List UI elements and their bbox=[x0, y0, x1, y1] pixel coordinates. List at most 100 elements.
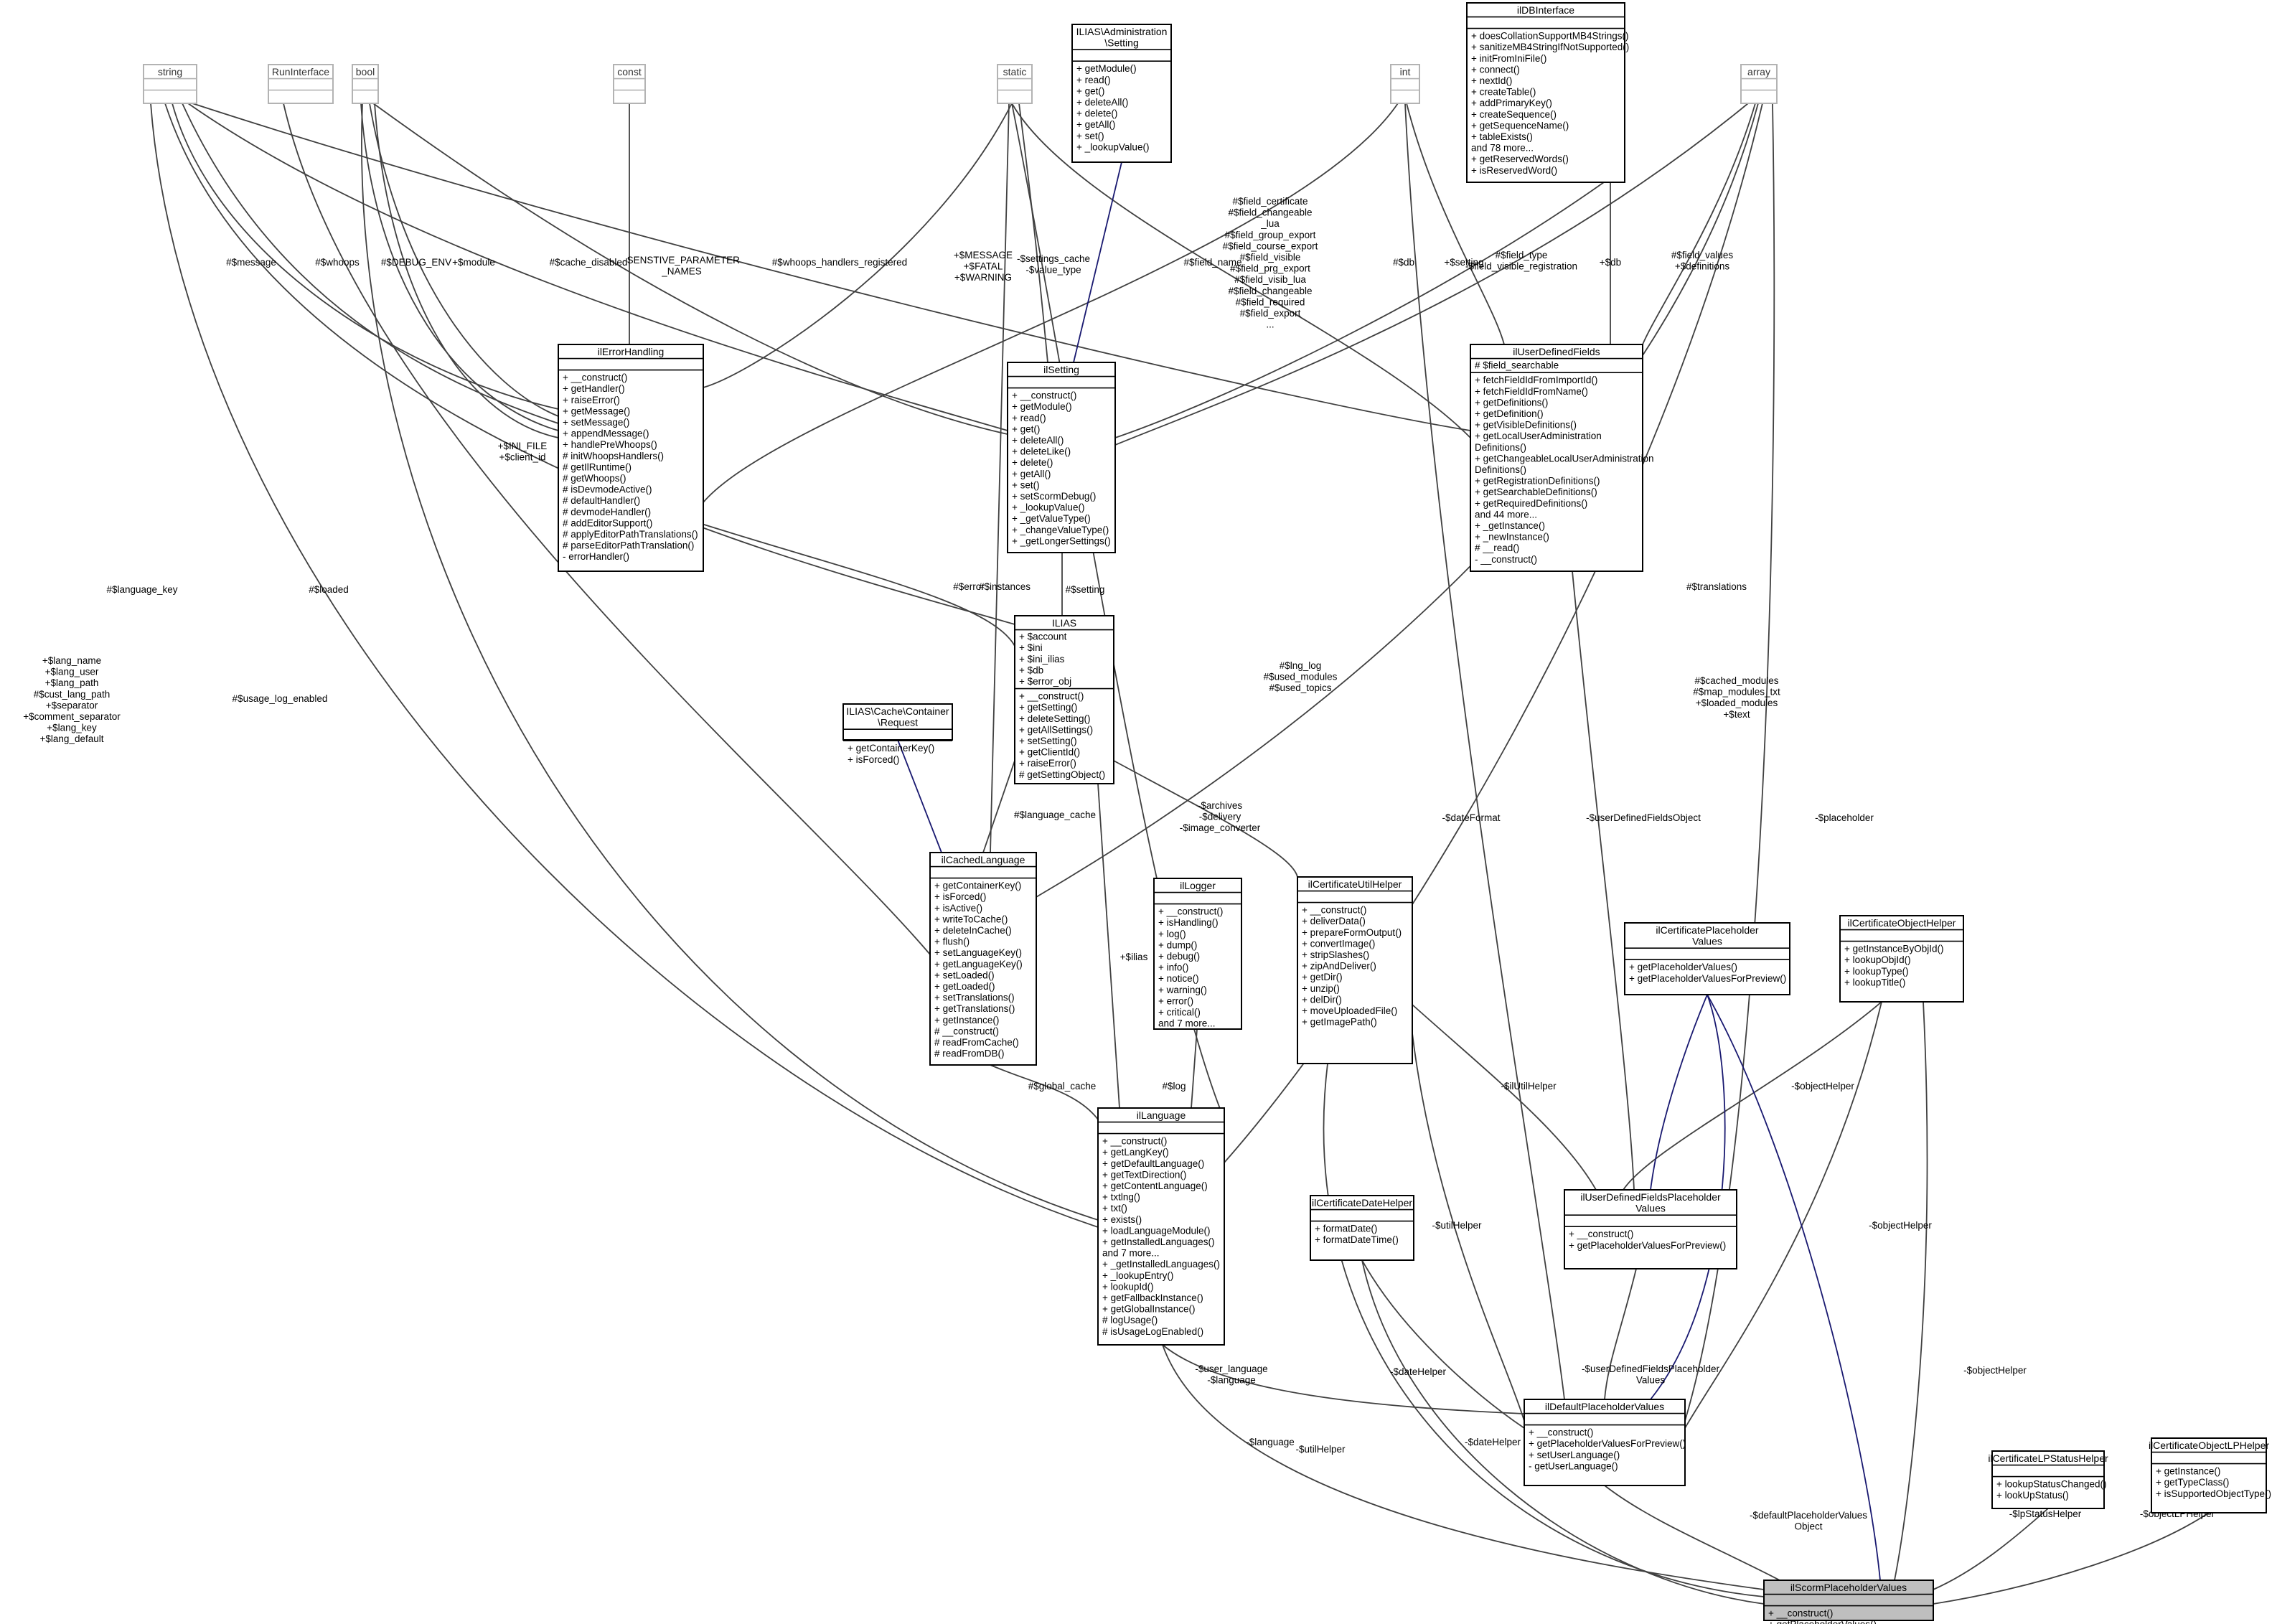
class-method: + exists() bbox=[1102, 1214, 1142, 1225]
association-edge bbox=[1642, 103, 1756, 345]
class-method: + getAll() bbox=[1012, 469, 1051, 479]
edge-label-message: #$message bbox=[226, 257, 276, 268]
class-name: ilCachedLanguage bbox=[942, 854, 1025, 865]
class-method: + delete() bbox=[1012, 457, 1053, 468]
class-method: + deliverData() bbox=[1302, 916, 1366, 926]
association-edge bbox=[1684, 103, 1775, 1422]
class-method: + getDefinition() bbox=[1475, 408, 1544, 419]
class-method: + deleteInCache() bbox=[934, 925, 1012, 936]
association-edge bbox=[1011, 103, 1471, 438]
class-ilerrorhandling[interactable]: ilErrorHandling+ __construct()+ getHandl… bbox=[558, 344, 704, 572]
class-int[interactable]: int bbox=[1390, 64, 1420, 104]
edge-label-line: #$field_changeable bbox=[1228, 286, 1312, 296]
class-ilsetting[interactable]: ilSetting+ __construct()+ getModule()+ r… bbox=[1007, 362, 1116, 553]
class-ilcertobjlp[interactable]: ilCertificateObjectLPHelper+ getInstance… bbox=[2149, 1437, 2271, 1513]
class-runinterface[interactable]: RunInterface bbox=[268, 64, 334, 104]
class-ilcertdate[interactable]: ilCertificateDateHelper+ formatDate()+ f… bbox=[1310, 1195, 1414, 1261]
class-method: + loadLanguageModule() bbox=[1102, 1225, 1211, 1236]
class-array[interactable]: array bbox=[1740, 64, 1778, 104]
class-ilcertutil[interactable]: ilCertificateUtilHelper+ __construct()+ … bbox=[1297, 876, 1413, 1064]
edge-label-sensitive: -SENSTIVE_PARAMETER_NAMES bbox=[624, 255, 740, 277]
edge-label-line: #$loaded bbox=[309, 584, 349, 595]
class-method: + getDefinitions() bbox=[1475, 397, 1548, 408]
class-illanguage[interactable]: ilLanguage+ __construct()+ getLangKey()+… bbox=[1097, 1107, 1225, 1346]
edge-label-language_key: #$language_key bbox=[106, 584, 177, 595]
class-method: + formatDate() bbox=[1315, 1224, 1377, 1234]
class-method: + lookupStatusChanged() bbox=[1996, 1479, 2106, 1490]
class-name: ilSetting bbox=[1043, 364, 1079, 375]
class-method: # getWhoops() bbox=[563, 473, 626, 484]
association-edge bbox=[1623, 1001, 1882, 1191]
class-box bbox=[352, 64, 379, 104]
class-method: + getSequenceName() bbox=[1471, 120, 1569, 131]
class-method: + critical() bbox=[1158, 1007, 1201, 1018]
class-method: + isForced() bbox=[848, 754, 899, 765]
edge-label-translations: #$translations bbox=[1686, 581, 1747, 592]
edge-label-language_cache: #$language_cache bbox=[1014, 809, 1096, 820]
class-cache_request[interactable]: ILIAS\Cache\Container\Request+ getContai… bbox=[842, 703, 953, 765]
edge-label-line: +$setting bbox=[1444, 257, 1483, 268]
class-ilscorm[interactable]: ilScormPlaceholderValues+ __construct()+… bbox=[1763, 1580, 1934, 1624]
association-edge bbox=[1604, 1485, 1780, 1581]
edge-label-line: #$field_certificate bbox=[1232, 196, 1308, 207]
edge-label-line: #$field_required bbox=[1236, 296, 1305, 307]
class-method: + isHandling() bbox=[1158, 917, 1219, 928]
edge-label-object_helper2: -$objectHelper bbox=[1869, 1220, 1932, 1231]
class-method: + getRegistrationDefinitions() bbox=[1475, 476, 1600, 487]
class-method: + stripSlashes() bbox=[1302, 949, 1369, 960]
class-setting_iface[interactable]: ILIAS\Administration\Setting+ getModule(… bbox=[1071, 24, 1172, 163]
edge-label-db2: +$db bbox=[1600, 257, 1621, 268]
class-name: ilLogger bbox=[1180, 880, 1216, 891]
class-const[interactable]: const bbox=[613, 64, 646, 104]
association-edge bbox=[982, 760, 1015, 853]
class-iluserdefinedfields[interactable]: ilUserDefinedFields# $field_searchable+ … bbox=[1470, 344, 1654, 572]
class-method: + isSupportedObjectType() bbox=[2156, 1488, 2271, 1499]
edge-label-line: #$whoops_handlers_registered bbox=[772, 257, 907, 268]
association-edge bbox=[1036, 103, 1759, 898]
class-ilias[interactable]: ILIAS+ $account+ $ini+ $ini_ilias+ $db+ … bbox=[1014, 615, 1114, 784]
class-ilcertlpstatus[interactable]: ilCertificateLPStatusHelper+ lookupStatu… bbox=[1988, 1450, 2108, 1509]
class-method: + _lookupValue() bbox=[1012, 502, 1084, 513]
class-method: + deleteSetting() bbox=[1019, 713, 1090, 724]
class-method: + fetchFieldIdFromImportId() bbox=[1475, 375, 1597, 385]
class-method: - __construct() bbox=[1475, 554, 1537, 565]
class-method: and 7 more... bbox=[1102, 1248, 1160, 1259]
class-method: + tableExists() bbox=[1471, 131, 1533, 142]
class-method: + log() bbox=[1158, 929, 1186, 939]
class-name: Values bbox=[1692, 936, 1722, 947]
class-method: + isActive() bbox=[934, 903, 982, 914]
edge-label-lang_fields: +$lang_name+$lang_user+$lang_path#$cust_… bbox=[23, 655, 121, 744]
class-method: # isUsageLogEnabled() bbox=[1102, 1326, 1203, 1337]
edge-label-line: -$userDefinedFieldsObject bbox=[1586, 812, 1701, 823]
class-static[interactable]: static bbox=[997, 64, 1033, 104]
edge-label-line: #$field_type bbox=[1496, 250, 1548, 261]
edge-label-field_name: #$field_name bbox=[1183, 257, 1241, 268]
edge-label-line: +$db bbox=[1600, 257, 1621, 268]
edge-label-setting: +$setting bbox=[1444, 257, 1483, 268]
class-illogger[interactable]: ilLogger+ __construct()+ isHandling()+ l… bbox=[1153, 878, 1242, 1030]
class-string[interactable]: string bbox=[143, 64, 197, 104]
edge-label-error: #$error bbox=[953, 581, 985, 592]
class-method: + lookupObjId() bbox=[1844, 954, 1911, 965]
class-ildbinterface[interactable]: ilDBInterface+ doesCollationSupportMB4St… bbox=[1466, 2, 1629, 183]
class-method: # __read() bbox=[1475, 543, 1519, 553]
edge-label-line: #$field_export bbox=[1240, 308, 1301, 319]
edge-label-user_language: -$user_language-$language bbox=[1195, 1363, 1267, 1386]
edge-label-line: -$userDefinedFieldsPlaceholder bbox=[1582, 1363, 1720, 1374]
class-ildefaultplaceholder[interactable]: ilDefaultPlaceholderValues+ __construct(… bbox=[1524, 1399, 1686, 1486]
edge-label-archives: -$archives-$delivery-$image_converter bbox=[1180, 800, 1261, 833]
class-name: ilDefaultPlaceholderValues bbox=[1545, 1401, 1664, 1412]
class-ilcertobjhelper[interactable]: ilCertificateObjectHelper+ getInstanceBy… bbox=[1839, 915, 1964, 1003]
edge-label-line: #$field_values bbox=[1671, 250, 1734, 261]
edge-label-line: #$db bbox=[1393, 257, 1414, 268]
class-method: + deleteAll() bbox=[1012, 435, 1064, 446]
edge-label-line: -$language bbox=[1246, 1437, 1295, 1447]
class-ilcachedlanguage[interactable]: ilCachedLanguage+ getContainerKey()+ isF… bbox=[929, 852, 1037, 1066]
association-edge bbox=[1018, 103, 1048, 363]
association-edge bbox=[701, 523, 1015, 647]
edge-label-line: #$field_visible bbox=[1240, 252, 1301, 263]
class-method: + getLocalUserAdministration bbox=[1475, 431, 1602, 441]
class-bool[interactable]: bool bbox=[352, 64, 379, 104]
